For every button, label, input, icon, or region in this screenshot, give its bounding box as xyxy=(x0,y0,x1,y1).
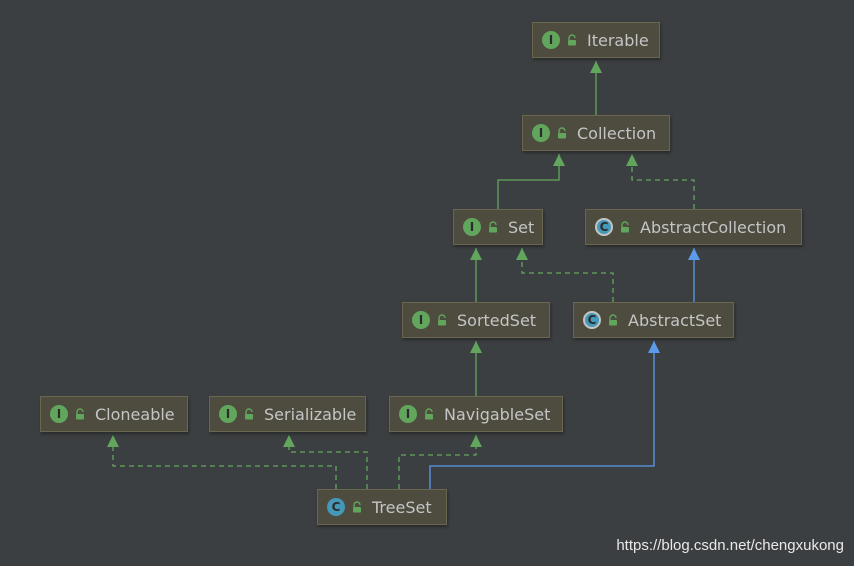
node-label: AbstractSet xyxy=(628,310,722,330)
node-tree-set[interactable]: C TreeSet xyxy=(317,489,447,525)
arrowhead xyxy=(626,154,638,166)
lock-icon xyxy=(487,221,499,233)
arrowhead xyxy=(107,435,119,447)
lock-icon xyxy=(351,501,363,513)
lock-icon xyxy=(619,221,631,233)
lock-icon xyxy=(566,34,578,46)
class-icon: C xyxy=(583,311,601,329)
node-label: Iterable xyxy=(587,30,649,50)
lock-icon xyxy=(74,408,86,420)
lock-icon xyxy=(607,314,619,326)
lock-icon xyxy=(556,127,568,139)
edge-tree-set-to-cloneable xyxy=(107,435,337,489)
node-set[interactable]: I Set xyxy=(453,209,543,245)
node-sorted-set[interactable]: I SortedSet xyxy=(402,302,550,338)
node-label: AbstractCollection xyxy=(640,217,787,237)
edge-abstract-set-to-abstract-collection xyxy=(688,248,700,302)
edge-tree-set-to-serializable xyxy=(283,435,368,489)
class-icon: C xyxy=(327,498,345,516)
interface-icon: I xyxy=(412,311,430,329)
interface-icon: I xyxy=(532,124,550,142)
edge-set-to-collection xyxy=(497,154,565,209)
edge-navigable-set-to-sorted-set xyxy=(470,341,482,396)
arrowhead xyxy=(516,248,528,260)
node-label: Cloneable xyxy=(95,404,175,424)
class-icon: C xyxy=(595,218,613,236)
watermark: https://blog.csdn.net/chengxukong xyxy=(616,537,844,554)
node-label: Serializable xyxy=(264,404,357,424)
node-cloneable[interactable]: I Cloneable xyxy=(40,396,188,432)
node-iterable[interactable]: I Iterable xyxy=(532,22,660,58)
edge-sorted-set-to-set xyxy=(470,248,482,302)
node-label: SortedSet xyxy=(457,310,537,330)
edge-abstract-collection-to-collection xyxy=(626,154,695,209)
edge-abstract-set-to-set xyxy=(516,248,614,302)
lock-icon xyxy=(423,408,435,420)
node-collection[interactable]: I Collection xyxy=(522,115,670,151)
interface-icon: I xyxy=(463,218,481,236)
arrowhead xyxy=(688,248,700,260)
node-label: TreeSet xyxy=(372,497,432,517)
edge-tree-set-to-abstract-set xyxy=(429,341,660,489)
arrowhead xyxy=(648,341,660,353)
node-abstract-collection[interactable]: C AbstractCollection xyxy=(585,209,802,245)
arrowhead xyxy=(283,435,295,447)
node-abstract-set[interactable]: C AbstractSet xyxy=(573,302,734,338)
arrowhead xyxy=(470,435,482,447)
interface-icon: I xyxy=(399,405,417,423)
lock-icon xyxy=(243,408,255,420)
edge-collection-to-iterable xyxy=(590,61,602,115)
arrowhead xyxy=(470,341,482,353)
node-label: Collection xyxy=(577,123,657,143)
node-label: NavigableSet xyxy=(444,404,551,424)
node-label: Set xyxy=(508,217,535,237)
arrowhead xyxy=(590,61,602,73)
edge-tree-set-to-navigable-set xyxy=(398,435,482,489)
arrowhead xyxy=(470,248,482,260)
interface-icon: I xyxy=(542,31,560,49)
node-navigable-set[interactable]: I NavigableSet xyxy=(389,396,563,432)
arrowhead xyxy=(553,154,565,166)
node-serializable[interactable]: I Serializable xyxy=(209,396,366,432)
interface-icon: I xyxy=(50,405,68,423)
lock-icon xyxy=(436,314,448,326)
interface-icon: I xyxy=(219,405,237,423)
